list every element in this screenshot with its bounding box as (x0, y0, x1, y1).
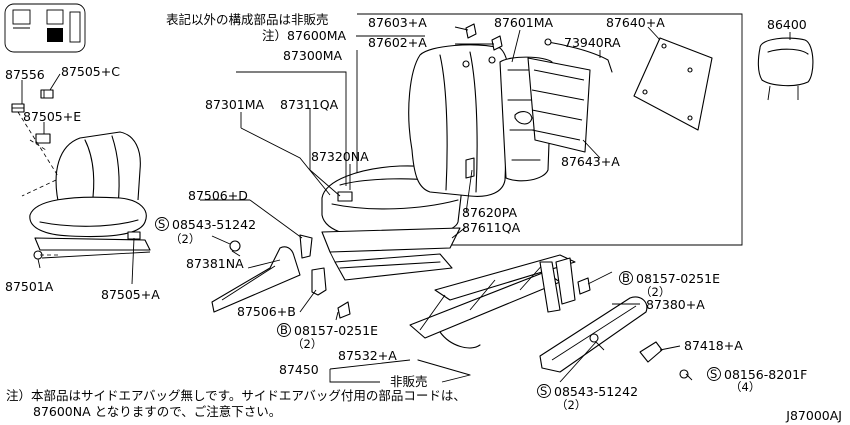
seat-back-illustration (408, 44, 510, 197)
label-08157-right: 08157-0251E (636, 271, 720, 286)
label-87501: 87501A (5, 279, 54, 294)
label-87505a: 87505+A (101, 287, 160, 302)
diagram-code: J87000AJ (785, 408, 842, 423)
leader-lines (21, 26, 791, 383)
label-87620: 87620PA (462, 205, 518, 220)
header-note-line1: 表記以外の構成部品は非販売 (166, 12, 329, 27)
label-hihanbai: 非販売 (390, 374, 428, 389)
label-87311: 87311QA (280, 97, 339, 112)
qty-08543-upper: （2） (170, 232, 200, 246)
label-86400: 86400 (767, 17, 807, 32)
label-87505e: 87505+E (23, 109, 81, 124)
clip-87603 (465, 23, 477, 39)
label-87640: 87640+A (606, 15, 665, 30)
back-panel-87640 (633, 37, 713, 131)
seat-slide-rail-illustration (409, 254, 576, 376)
complete-seat-small-illustration (29, 131, 151, 260)
label-73940: 73940RA (564, 35, 621, 50)
bolt-08157-left (337, 301, 351, 319)
label-87506d: 87506+D (188, 188, 248, 203)
label-87381: 87381NA (186, 256, 244, 271)
knob-87418 (639, 341, 663, 363)
header-note-line2: 注）87600MA (262, 28, 347, 43)
label-08157-left: 08157-0251E (294, 323, 378, 338)
car-location-icon (4, 3, 86, 53)
screw-symbol: S (540, 384, 547, 398)
footnote-line2: 87600NA となりますので、ご注意下さい。 (33, 404, 281, 419)
qty-08543-lower: （2） (556, 398, 586, 412)
label-87611: 87611QA (462, 220, 521, 235)
label-87601: 87601MA (494, 15, 554, 30)
side-cover-87381 (211, 246, 301, 313)
clip-part-87505e (35, 133, 51, 144)
qty-08156: （4） (730, 380, 760, 394)
footnote-line1: 注）本部品はサイドエアバッグ無しです。サイドエアバッグ付用の部品コードは、 (6, 388, 466, 403)
bracket-87506d (299, 234, 313, 259)
label-87380: 87380+A (646, 297, 705, 312)
screw-08543-lower (589, 333, 605, 351)
wire-73940 (544, 38, 613, 73)
label-87300: 87300MA (283, 48, 343, 63)
label-87602: 87602+A (368, 35, 427, 50)
headrest-illustration (757, 37, 814, 101)
clip-part-87505c (40, 89, 54, 99)
screw-08543-upper (229, 240, 241, 257)
bolt-symbol: B (622, 271, 630, 285)
label-08156: 08156-8201F (724, 367, 807, 382)
label-87506b: 87506+B (237, 304, 296, 319)
clip-87602 (491, 35, 503, 51)
label-08543-lower: 08543-51242 (554, 384, 638, 399)
screw-symbol: S (158, 217, 165, 231)
label-87301: 87301MA (205, 97, 265, 112)
bolt-symbol: B (280, 323, 288, 337)
label-87556: 87556 (5, 67, 45, 82)
label-87450: 87450 (279, 362, 319, 377)
qty-08157-left: （2） (292, 337, 322, 351)
bracket-87506b (311, 267, 327, 296)
screw-08156 (679, 369, 689, 379)
screw-ref-08543-upper: S 08543-51242 （2） (155, 217, 256, 246)
screw-ref-08156: S 08156-8201F （4） (707, 367, 807, 394)
screw-ref-08543-lower: S 08543-51242 （2） (537, 384, 638, 412)
label-87603: 87603+A (368, 15, 427, 30)
bolt-ref-08157-right: B 08157-0251E （2） (619, 271, 720, 299)
label-87532: 87532+A (338, 348, 397, 363)
label-87320: 87320NA (311, 149, 369, 164)
qty-08157-right: （2） (640, 285, 670, 299)
label-87418: 87418+A (684, 338, 743, 353)
bolt-ref-08157-left: B 08157-0251E （2） (277, 323, 378, 351)
bolt-08157-right (577, 277, 591, 295)
screw-symbol: S (710, 367, 717, 381)
label-08543-upper: 08543-51242 (172, 217, 256, 232)
back-board-87643 (527, 57, 591, 153)
label-87643: 87643+A (561, 154, 620, 169)
label-87505c: 87505+C (61, 64, 120, 79)
